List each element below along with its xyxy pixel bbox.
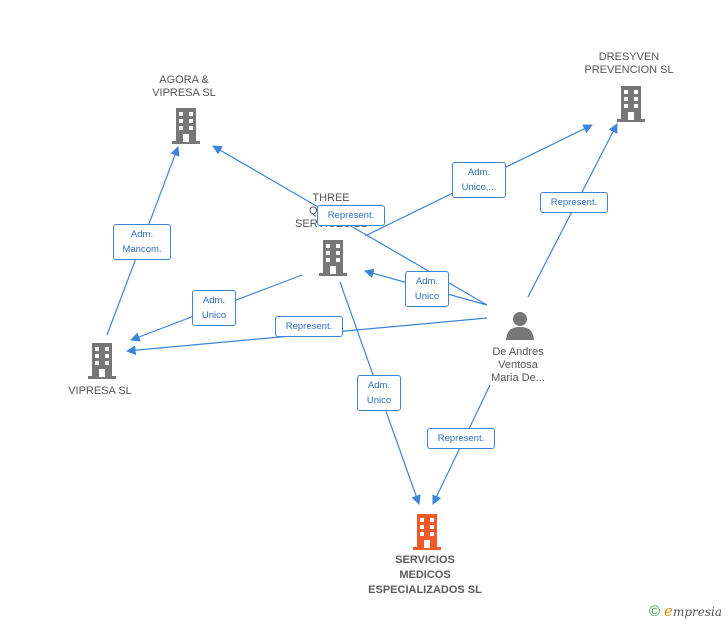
person-label-line3: Maria De... — [491, 372, 545, 384]
edge-label-line2: Unico,... — [461, 182, 497, 193]
three-building-icon[interactable] — [319, 240, 347, 276]
dresyven-label-line2: PREVENCION SL — [584, 64, 674, 76]
edge-label-represent-servicios[interactable]: Represent. — [427, 428, 495, 449]
vipresa-label-line1: VIPRESA SL — [68, 385, 132, 397]
person-label-line2: Ventosa — [498, 359, 538, 371]
edge-label-adm-mancom[interactable]: Adm. Mancom. — [113, 224, 171, 260]
person-icon[interactable] — [505, 310, 535, 340]
edge-label-line1: Adm. — [415, 276, 439, 287]
edge-label-line2: Mancom. — [122, 244, 162, 255]
edge-label-line1: Represent. — [285, 321, 333, 332]
edge-label-represent-three[interactable]: Represent. — [317, 205, 385, 226]
edge-label-line1: Adm. — [130, 229, 154, 240]
servicios-label-line2: MEDICOS — [399, 569, 451, 581]
edge-label-line1: Adm. — [367, 380, 391, 391]
three-label-line1: THREE — [312, 192, 350, 204]
edge-label-line2: Unico — [366, 395, 392, 406]
edge-label-line2: Unico — [201, 310, 227, 321]
edge-label-adm-unico-servicios[interactable]: Adm. Unico — [357, 375, 401, 411]
vipresa-building-icon[interactable] — [88, 343, 116, 379]
edge-label-line1: Represent. — [327, 210, 375, 221]
dresyven-building-icon[interactable] — [617, 86, 645, 122]
three-label-line2: Q — [309, 205, 318, 217]
agora-building-icon[interactable] — [172, 108, 200, 144]
agora-label[interactable]: AGORA & VIPRESA SL — [114, 74, 254, 100]
brand-footer[interactable]: ©empresia — [649, 602, 722, 620]
brand-logo: empresia — [664, 602, 722, 620]
servicios-label-line1: SERVICIOS — [395, 554, 455, 566]
dresyven-label[interactable]: DRESYVEN PREVENCION SL — [559, 51, 699, 77]
servicios-label-line3: ESPECIALIZADOS SL — [368, 584, 482, 596]
edge-label-adm-unico-three[interactable]: Adm. Unico — [405, 271, 449, 307]
person-label-line1: De Andres — [492, 346, 544, 358]
person-label[interactable]: De Andres Ventosa Maria De... — [448, 346, 588, 385]
edge-label-line2: Unico — [414, 291, 440, 302]
edge-label-line1: Adm. — [467, 167, 491, 178]
dresyven-label-line1: DRESYVEN — [598, 51, 660, 63]
edge-label-line1: Represent. — [437, 433, 485, 444]
servicios-building-icon[interactable] — [413, 514, 441, 550]
edge-label-adm-unico-vipresa[interactable]: Adm. Unico — [192, 290, 236, 326]
edge-label-represent-dresyven[interactable]: Represent. — [540, 192, 608, 213]
brand-name: mpresia — [672, 605, 722, 619]
edge-label-line1: Adm. — [202, 295, 226, 306]
edge-label-line1: Represent. — [550, 197, 598, 208]
edge-label-adm-unico-dresyven[interactable]: Adm. Unico,... — [452, 162, 506, 198]
vipresa-label[interactable]: VIPRESA SL — [30, 385, 170, 398]
copyright-icon: © — [648, 603, 661, 620]
servicios-label[interactable]: SERVICIOS MEDICOS ESPECIALIZADOS SL — [340, 553, 510, 598]
edge-label-represent-vipresa[interactable]: Represent. — [275, 316, 343, 337]
agora-label-line2: VIPRESA SL — [152, 87, 216, 99]
brand-initial: e — [664, 602, 673, 620]
agora-label-line1: AGORA & — [159, 74, 209, 86]
